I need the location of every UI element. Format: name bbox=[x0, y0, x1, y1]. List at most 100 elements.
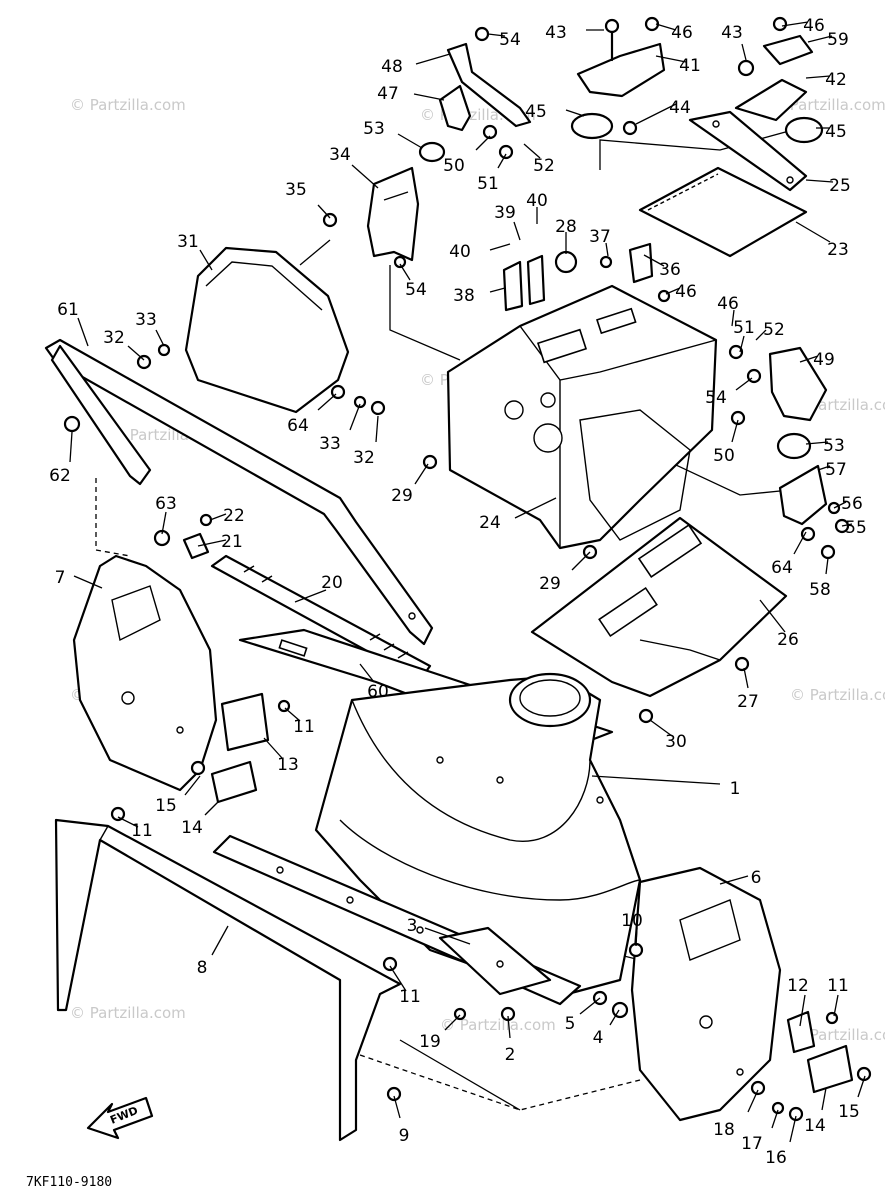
callout-c47: 47 bbox=[377, 84, 445, 104]
callout-c2: 2 bbox=[505, 1015, 516, 1065]
part-45-damper-right bbox=[784, 116, 824, 144]
callout-leader bbox=[513, 221, 521, 241]
callout-c28: 28 bbox=[555, 217, 577, 254]
callout-leader bbox=[609, 1009, 620, 1026]
callout-c53b: 53 bbox=[805, 436, 845, 456]
callout-number: 37 bbox=[589, 227, 611, 247]
callout-number: 24 bbox=[479, 513, 501, 533]
part-15-bolt bbox=[190, 760, 206, 776]
callout-number: 32 bbox=[353, 448, 375, 468]
callout-leader bbox=[413, 93, 445, 101]
callout-leader bbox=[397, 133, 423, 149]
callout-leader bbox=[741, 43, 747, 61]
callout-c32b: 32 bbox=[353, 415, 379, 468]
callout-number: 18 bbox=[713, 1120, 735, 1140]
part-49-bracket bbox=[768, 346, 828, 422]
part-14-bracket bbox=[210, 760, 258, 804]
callout-c27: 27 bbox=[737, 667, 759, 712]
callout-number: 60 bbox=[367, 682, 389, 702]
callout-c64a: 64 bbox=[287, 393, 337, 436]
callout-number: 14 bbox=[181, 818, 203, 838]
callout-leader bbox=[284, 707, 301, 722]
callout-number: 55 bbox=[845, 518, 867, 538]
callout-number: 36 bbox=[659, 260, 681, 280]
callout-number: 3 bbox=[407, 916, 418, 936]
callout-number: 42 bbox=[825, 70, 847, 90]
callout-c7: 7 bbox=[55, 568, 103, 589]
callout-leader bbox=[349, 403, 361, 431]
callout-c54b: 54 bbox=[399, 263, 427, 300]
callout-c23: 23 bbox=[795, 221, 849, 260]
part-54-nut-b bbox=[393, 255, 407, 269]
callout-c38: 38 bbox=[453, 286, 506, 306]
callout-c49: 49 bbox=[799, 350, 835, 370]
callout-c15b: 15 bbox=[838, 1075, 866, 1122]
callout-leader bbox=[825, 557, 829, 575]
callout-number: 9 bbox=[399, 1126, 410, 1146]
callout-number: 43 bbox=[545, 23, 567, 43]
part-43-bolt-right bbox=[737, 59, 755, 77]
callout-number: 46 bbox=[671, 23, 693, 43]
callout-number: 33 bbox=[319, 434, 341, 454]
callout-c44: 44 bbox=[635, 98, 691, 125]
callout-number: 2 bbox=[505, 1045, 516, 1065]
callout-c11a: 11 bbox=[284, 707, 315, 737]
callout-number: 47 bbox=[377, 84, 399, 104]
callout-number: 51 bbox=[733, 318, 755, 338]
part-34-stay-bracket bbox=[322, 166, 420, 269]
callout-c43b: 43 bbox=[721, 23, 747, 61]
part-28-cap bbox=[554, 250, 578, 274]
callout-c63: 63 bbox=[155, 494, 177, 535]
part-59-bracket bbox=[762, 34, 814, 66]
callout-number: 4 bbox=[593, 1028, 604, 1048]
callout-leader bbox=[793, 531, 807, 555]
part-62-bolt bbox=[63, 415, 81, 433]
callout-number: 11 bbox=[293, 717, 315, 737]
callout-number: 23 bbox=[827, 240, 849, 260]
callout-leader bbox=[487, 33, 506, 37]
callout-c60: 60 bbox=[359, 663, 389, 702]
callout-number: 16 bbox=[765, 1148, 787, 1168]
callout-number: 54 bbox=[705, 388, 727, 408]
callout-number: 62 bbox=[49, 466, 71, 486]
callout-leader bbox=[351, 164, 379, 189]
callout-number: 54 bbox=[405, 280, 427, 300]
part-19-nut bbox=[453, 1007, 467, 1021]
part-50-nut-b bbox=[730, 410, 746, 426]
part-11-bolt-b bbox=[382, 956, 398, 972]
callout-layer: 1234567891011111111121314141515161718192… bbox=[49, 16, 867, 1168]
callout-c37: 37 bbox=[589, 227, 611, 257]
callout-number: 48 bbox=[381, 57, 403, 77]
part-31-belt-cover bbox=[136, 246, 386, 416]
callout-leader bbox=[475, 135, 491, 151]
callout-number: 10 bbox=[621, 911, 643, 931]
callout-number: 26 bbox=[777, 630, 799, 650]
callout-leader bbox=[833, 994, 839, 1017]
callout-c48: 48 bbox=[381, 53, 451, 77]
callout-c11c: 11 bbox=[389, 965, 421, 1007]
callout-leader bbox=[489, 287, 506, 293]
callout-number: 44 bbox=[669, 98, 691, 118]
callout-leader bbox=[735, 377, 753, 391]
callout-number: 29 bbox=[539, 574, 561, 594]
callout-c46d: 46 bbox=[717, 294, 739, 327]
watermark-8: © Partzilla.com bbox=[790, 686, 885, 704]
callout-number: 22 bbox=[223, 506, 245, 526]
callout-c58: 58 bbox=[809, 557, 831, 600]
callout-leader bbox=[317, 204, 331, 219]
callout-number: 43 bbox=[721, 23, 743, 43]
callout-c32a: 32 bbox=[103, 328, 145, 361]
callout-c22: 22 bbox=[209, 506, 245, 526]
callout-leader bbox=[489, 243, 511, 251]
callout-leader bbox=[375, 415, 379, 443]
callout-number: 29 bbox=[391, 486, 413, 506]
callout-number: 46 bbox=[717, 294, 739, 314]
callout-number: 45 bbox=[825, 122, 847, 142]
callout-c45b: 45 bbox=[816, 122, 847, 142]
part-7-left-side-plate bbox=[72, 529, 218, 792]
callout-number: 28 bbox=[555, 217, 577, 237]
callout-c42: 42 bbox=[805, 70, 847, 90]
part-27-bolt bbox=[734, 656, 750, 672]
callout-c52b: 52 bbox=[755, 320, 785, 341]
